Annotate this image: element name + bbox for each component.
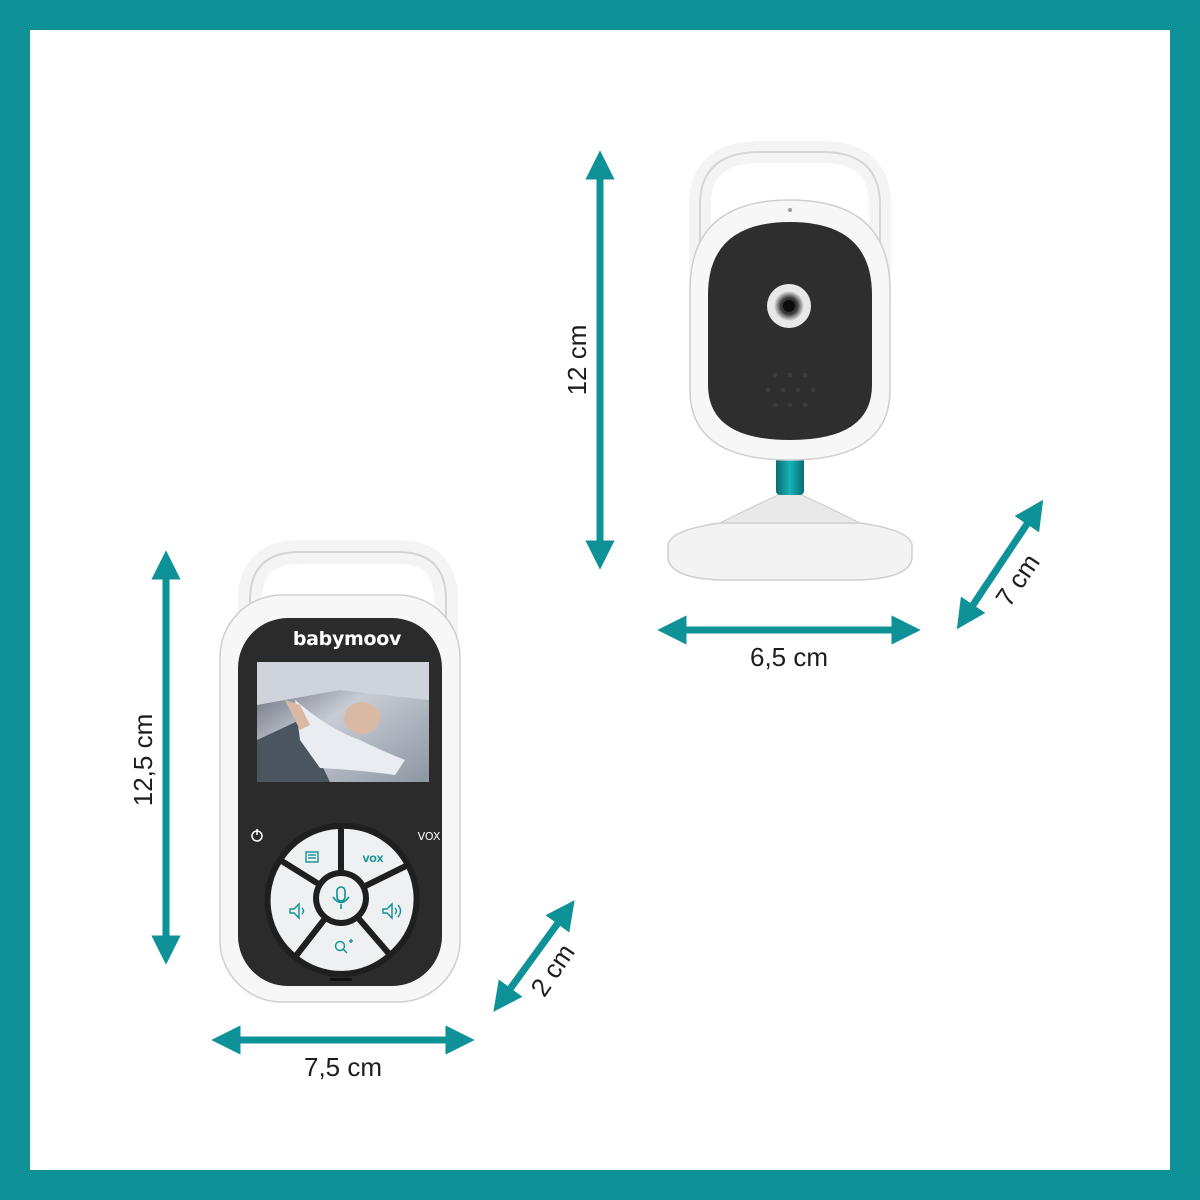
zoom-button[interactable] [290, 893, 395, 977]
volume-down-icon [289, 902, 305, 920]
volume-down-button[interactable] [264, 855, 346, 962]
camera-depth-label: 7 cm [989, 548, 1045, 611]
control-pad: VOX [264, 822, 420, 977]
vox-indicator-label: VOX [418, 830, 441, 843]
monitor-width-label: 7,5 cm [304, 1052, 382, 1082]
monitor-depth-label: 2 cm [524, 938, 580, 1001]
camera-face [708, 222, 872, 440]
monitor-mic-slot [330, 978, 352, 981]
talk-button[interactable] [319, 876, 363, 920]
camera-speaker-grille [765, 372, 816, 408]
camera-neck [776, 455, 804, 495]
camera-base [667, 522, 913, 581]
menu-icon [305, 851, 319, 863]
camera-depth-arrow [956, 499, 1044, 630]
baby-camera [667, 141, 913, 581]
zoom-icon [334, 939, 353, 954]
monitor-height-label: 12,5 cm [128, 714, 158, 807]
monitor-depth-arrow [493, 900, 575, 1012]
camera-height-label: 12 cm [562, 325, 592, 396]
microphone-icon [332, 886, 350, 909]
monitor-screen [257, 662, 429, 782]
volume-up-icon [382, 902, 402, 920]
parent-monitor: babymoov VOX [219, 540, 461, 1003]
camera-width-label: 6,5 cm [750, 642, 828, 672]
vox-button-label: VOX [362, 855, 383, 865]
volume-up-button[interactable] [336, 861, 420, 960]
brand-logo: babymoov [293, 628, 402, 650]
power-icon[interactable] [251, 829, 263, 842]
